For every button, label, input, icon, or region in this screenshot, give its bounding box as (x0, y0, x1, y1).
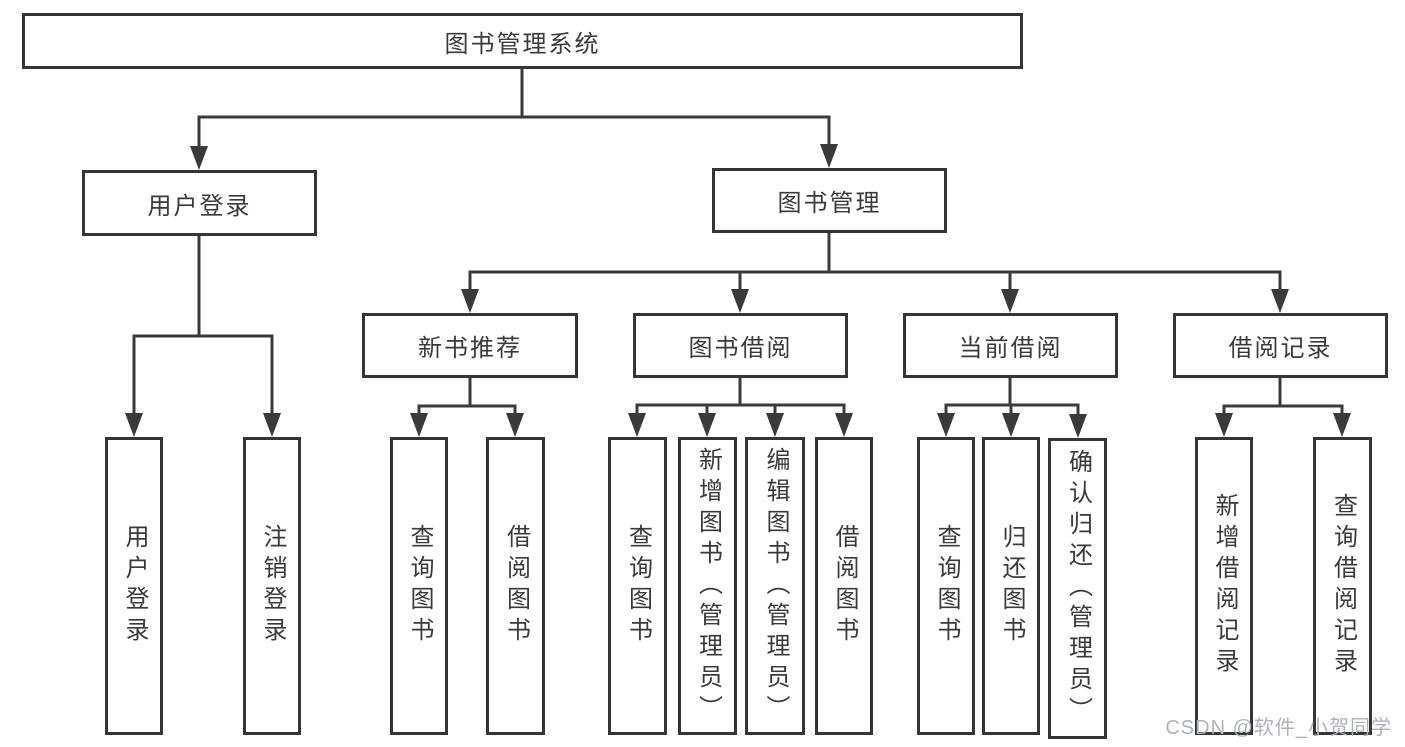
connectors-user-login (125, 236, 281, 437)
node-label: 借阅记录 (1228, 335, 1333, 362)
leaf-confirm-return-admin: 确认归还（管理员） (1048, 438, 1107, 739)
leaf-label: 注销登录 (259, 524, 286, 648)
node-label: 图书管理 (777, 190, 882, 217)
node-book-borrowing: 图书借阅 (633, 313, 848, 378)
node-label: 用户登录 (147, 192, 252, 220)
node-user-login: 用户登录 (82, 170, 317, 236)
leaf-label: 用户登录 (121, 524, 148, 648)
connectors-root (190, 69, 838, 170)
leaf-label: 编辑图书（管理员） (762, 446, 789, 726)
connectors-borrowing-records (1215, 378, 1351, 437)
node-label: 图书借阅 (688, 335, 793, 362)
leaf-edit-book-admin: 编辑图书（管理员） (745, 437, 805, 735)
node-label: 图书管理系统 (444, 30, 601, 58)
leaf-return-books: 归还图书 (982, 437, 1040, 735)
leaf-label: 借阅图书 (502, 524, 530, 648)
leaf-label: 新增借阅记录 (1211, 493, 1238, 679)
leaf-user-login: 用户登录 (105, 437, 163, 735)
csdn-watermark: CSDN @软件_小贺同学 (1165, 717, 1392, 739)
leaf-borrow-books-recommend: 借阅图书 (486, 437, 545, 735)
leaf-label: 新增图书（管理员） (694, 446, 722, 726)
node-label: 当前借阅 (958, 335, 1063, 362)
leaf-logout: 注销登录 (243, 437, 301, 735)
connectors-new-book-recommend (410, 378, 524, 437)
leaf-query-books-borrowing: 查询图书 (608, 437, 667, 735)
connectors-book-management (461, 233, 1289, 313)
leaf-label: 查询借阅记录 (1329, 493, 1357, 679)
leaf-label: 查询图书 (933, 524, 960, 648)
leaf-query-borrow-record: 查询借阅记录 (1313, 437, 1372, 735)
node-new-book-recommend: 新书推荐 (362, 313, 578, 378)
leaf-label: 借阅图书 (831, 524, 858, 648)
leaf-label: 查询图书 (406, 524, 433, 648)
leaf-label: 归还图书 (998, 524, 1025, 648)
connectors-current-borrowing (937, 378, 1087, 438)
node-borrowing-records: 借阅记录 (1173, 313, 1388, 378)
leaf-query-books-current: 查询图书 (917, 437, 975, 735)
leaf-add-book-admin: 新增图书（管理员） (678, 437, 737, 735)
node-label: 新书推荐 (418, 335, 522, 362)
node-current-borrowing: 当前借阅 (903, 313, 1118, 378)
leaf-label: 确认归还（管理员） (1064, 449, 1092, 728)
leaf-label: 查询图书 (624, 524, 652, 648)
node-book-management: 图书管理 (712, 168, 947, 233)
leaf-query-books-recommend: 查询图书 (390, 437, 448, 735)
leaf-add-borrow-record: 新增借阅记录 (1195, 437, 1253, 735)
leaf-borrow-books: 借阅图书 (815, 437, 873, 735)
node-library-management-system: 图书管理系统 (22, 13, 1023, 69)
connectors-book-borrowing (628, 378, 853, 437)
